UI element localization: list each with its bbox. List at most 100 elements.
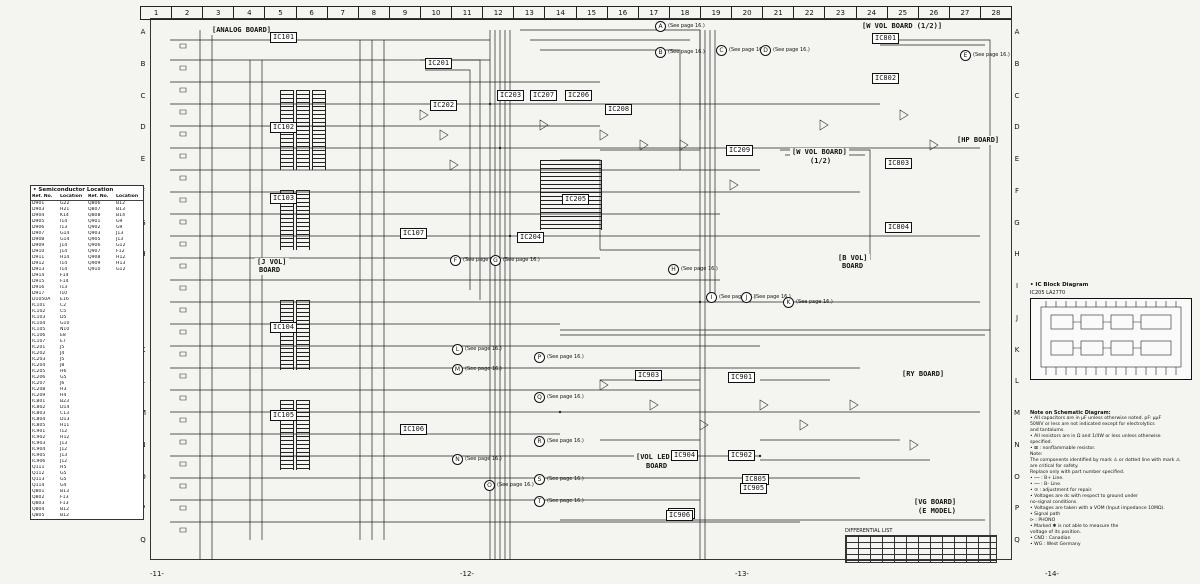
semiconductor-cell: D916 <box>32 285 45 290</box>
semiconductor-cell: J4 <box>60 351 65 356</box>
semiconductor-cell: Q908 <box>88 255 101 260</box>
semiconductor-cell: IC802 <box>32 405 46 410</box>
column-9: 9 <box>390 7 421 19</box>
semiconductor-cell: H4 <box>60 393 67 398</box>
see-page-note: (See page 16.) <box>463 257 500 263</box>
semiconductor-cell: G14 <box>60 231 70 236</box>
page-number-12: -12- <box>460 570 474 578</box>
semiconductor-cell: E8 <box>60 333 66 338</box>
semiconductor-cell: B13 <box>60 489 69 494</box>
connector-j: J <box>741 292 752 303</box>
semiconductor-cell: J14 <box>60 249 68 254</box>
board-j-vol: [J VOL] <box>255 258 289 267</box>
semiconductor-cell: IC101 <box>32 303 46 308</box>
note-line: • ⊠ : nonflammable resistor. <box>1030 446 1096 451</box>
connector-l: L <box>452 344 463 355</box>
semiconductor-cell: D914 <box>32 273 45 278</box>
ic-label-ic203: IC203 <box>497 90 525 101</box>
ic-label-ic802: IC802 <box>872 73 900 84</box>
see-page-note: (See page 16.) <box>668 23 705 29</box>
semiconductor-cell: IC904 <box>32 447 46 452</box>
ic-label-ic204: IC204 <box>517 232 545 243</box>
semiconductor-cell: J14 <box>60 243 68 248</box>
page-number-11: -11- <box>150 570 164 578</box>
semiconductor-cell: B12 <box>60 513 69 518</box>
semiconductor-cell: I14 <box>60 219 68 224</box>
ic-label-ic207: IC207 <box>530 90 558 101</box>
semiconductor-cell: IC905 <box>32 453 46 458</box>
board-b-vol-sub: BOARD <box>840 262 866 271</box>
semiconductor-cell: IC803 <box>32 411 46 416</box>
ic-block-subtitle: IC205 LA2770 <box>1030 290 1066 296</box>
connector-strip-3 <box>312 90 326 170</box>
semiconductor-cell: I10 <box>60 291 68 296</box>
semiconductor-cell: Q804 <box>32 507 45 512</box>
semiconductor-cell: D911 <box>32 255 45 260</box>
column-27: 27 <box>950 7 981 19</box>
column-6: 6 <box>297 7 328 19</box>
board-vol-led: [VOL LED] <box>634 453 676 462</box>
semiconductor-cell: IC107 <box>32 339 46 344</box>
column-26: 26 <box>919 7 950 19</box>
see-page-note: (See page 16.) <box>465 456 502 462</box>
semiconductor-cell: D14 <box>60 405 70 410</box>
semiconductor-header: Location <box>59 194 87 201</box>
semiconductor-cell: H3 <box>60 387 67 392</box>
semiconductor-cell: Q112 <box>32 471 45 476</box>
semiconductor-cell: C2 <box>60 303 67 308</box>
semiconductor-cell: H6 <box>60 369 67 374</box>
column-14: 14 <box>545 7 577 19</box>
semiconductor-cell: H5 <box>60 465 67 470</box>
see-page-note: (See page 16.) <box>465 346 502 352</box>
row-F: F <box>1014 186 1020 195</box>
row-D: D <box>140 123 146 132</box>
ic-label-ic202: IC202 <box>430 100 458 111</box>
semiconductor-cell: D13 <box>60 417 70 422</box>
semiconductor-cell: IC106 <box>32 333 46 338</box>
connector-b: B <box>655 47 666 58</box>
semiconductor-cell: D917 <box>32 291 45 296</box>
differential-list-table <box>845 535 997 563</box>
board-w-vol-2-sub: (1/2) <box>808 157 834 166</box>
ic-block-drawing <box>1040 301 1182 375</box>
semiconductor-cell: D904 <box>32 213 45 218</box>
semiconductor-cell: B12 <box>116 201 125 206</box>
connector-o: O <box>484 480 495 491</box>
row-C: C <box>1014 91 1020 100</box>
connector-c: C <box>716 45 727 56</box>
board-b-vol: [B VOL] <box>836 254 870 263</box>
semiconductor-cell: IC902 <box>32 435 46 440</box>
board-vol-led-sub: BOARD <box>644 462 670 471</box>
ic-label-ic905: IC905 <box>740 483 768 494</box>
semiconductor-cell: G12 <box>116 267 126 272</box>
row-G: G <box>1014 218 1020 227</box>
column-23: 23 <box>825 7 857 19</box>
column-21: 21 <box>763 7 795 19</box>
semiconductor-cell: IC903 <box>32 441 46 446</box>
see-page-note: (See page 16.) <box>497 482 534 488</box>
note-line: • CND : Canadian <box>1030 536 1071 541</box>
row-B: B <box>140 59 146 68</box>
column-17: 17 <box>639 7 670 19</box>
column-3: 3 <box>203 7 235 19</box>
ic-label-ic902: IC902 <box>728 450 756 461</box>
semiconductor-cell: IC205 <box>32 369 46 374</box>
see-page-note: (See page 16.) <box>681 266 718 272</box>
semiconductor-cell: IC906 <box>32 459 46 464</box>
semiconductor-cell: D906 <box>32 225 45 230</box>
semiconductor-cell: G22 <box>60 201 70 206</box>
semiconductor-cell: Q906 <box>88 243 101 248</box>
column-25: 25 <box>888 7 919 19</box>
connector-s: S <box>534 474 545 485</box>
semiconductor-cell: H12 <box>116 255 126 260</box>
semiconductor-header: Ref. No. <box>87 194 115 201</box>
see-page-note: (See page 16.) <box>547 354 584 360</box>
row-Q: Q <box>140 536 146 545</box>
note-line: are critical for safety. <box>1030 464 1079 469</box>
column-12: 12 <box>483 7 515 19</box>
note-line: voltage of its position. <box>1030 530 1082 535</box>
semiconductor-cell: IC901 <box>32 429 46 434</box>
ic-label-ic102: IC102 <box>270 122 298 133</box>
semiconductor-cell: I12 <box>60 429 68 434</box>
